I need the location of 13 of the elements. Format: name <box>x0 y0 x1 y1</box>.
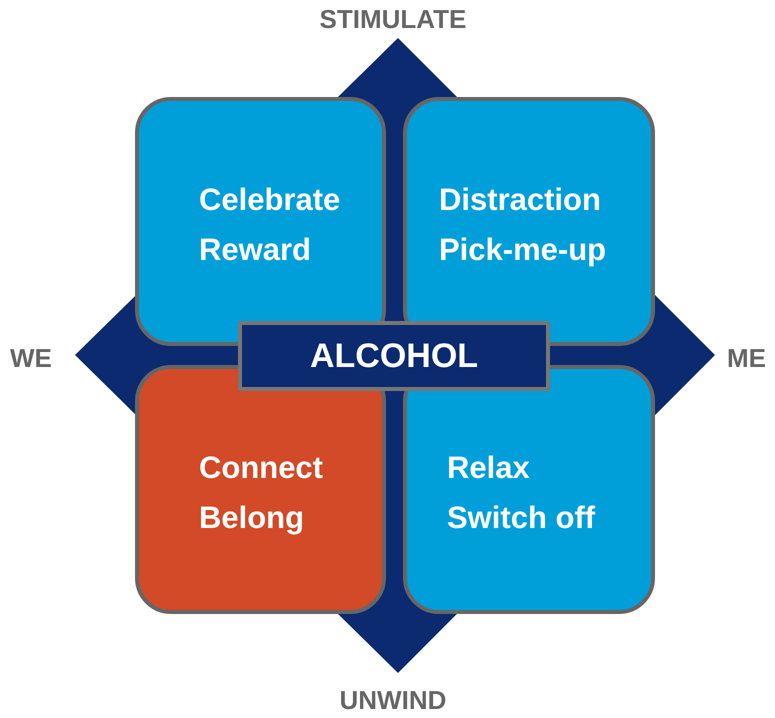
quadrant-text: Relax <box>447 449 530 487</box>
quadrant-text: Reward <box>199 231 311 269</box>
axis-label: WE <box>10 343 52 374</box>
quadrant-text: Celebrate <box>199 181 340 219</box>
quadrant-text: Connect <box>199 449 323 487</box>
quadrant-text: Pick-me-up <box>439 231 606 269</box>
axis-label: ME <box>727 343 766 374</box>
quadrant-text: Switch off <box>447 499 596 537</box>
axis-label: UNWIND <box>340 685 446 716</box>
center-box: ALCOHOL <box>238 321 550 391</box>
quadrant-text: Distraction <box>439 181 601 219</box>
axis-label: STIMULATE <box>320 4 466 35</box>
quadrant-text: Belong <box>199 499 304 537</box>
